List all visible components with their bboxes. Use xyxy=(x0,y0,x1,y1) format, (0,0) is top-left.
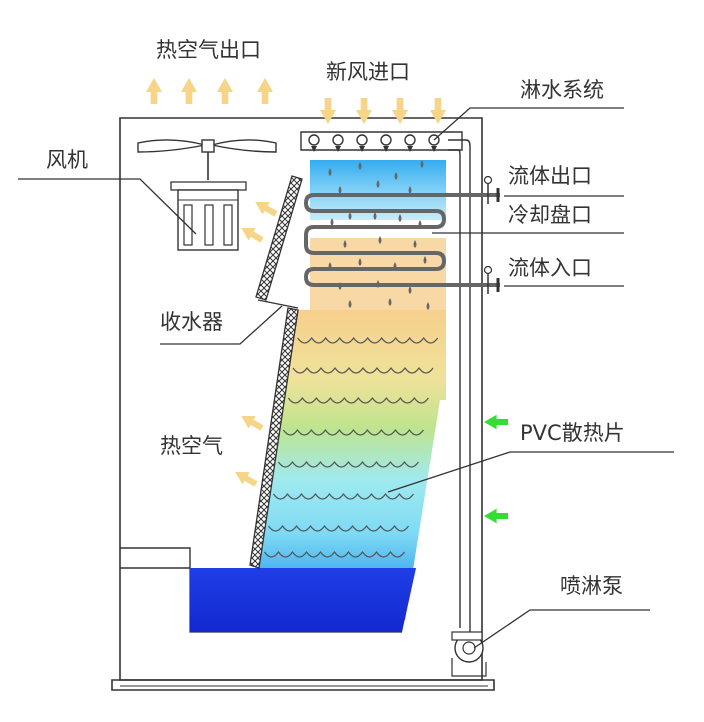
droplet xyxy=(393,262,397,270)
droplet xyxy=(413,240,417,248)
label-fan: 风机 xyxy=(46,148,88,172)
droplet xyxy=(373,212,377,220)
drift-eliminator xyxy=(249,175,303,569)
label-drift-eliminator: 收水器 xyxy=(160,310,223,334)
droplet xyxy=(408,186,412,194)
droplet xyxy=(376,180,380,188)
water-droplets xyxy=(328,160,430,310)
side-air-inlet-arrows xyxy=(484,414,508,524)
droplet xyxy=(423,256,427,264)
label-fluid-outlet: 流体出口 xyxy=(508,164,592,188)
spray-nozzle xyxy=(332,134,344,152)
fresh-air-inlet-arrow xyxy=(392,98,408,124)
label-fluid-inlet: 流体入口 xyxy=(508,256,592,280)
droplet xyxy=(418,220,422,228)
spray-nozzle xyxy=(404,134,416,152)
fresh-air-inlet-arrow xyxy=(320,98,336,124)
hot-air-arrow xyxy=(241,416,264,431)
droplet xyxy=(408,286,412,294)
droplet xyxy=(358,258,362,266)
label-hot-air: 热空气 xyxy=(160,434,223,458)
label-hot-air-outlet: 热空气出口 xyxy=(156,38,261,62)
droplet xyxy=(376,280,380,288)
fresh-air-inlet-arrows xyxy=(320,98,446,124)
basin-water xyxy=(190,568,416,632)
droplet xyxy=(426,302,430,310)
droplet xyxy=(378,236,382,244)
droplet xyxy=(420,160,424,168)
droplet xyxy=(343,240,347,248)
droplet xyxy=(388,298,392,306)
side-inlet-arrow xyxy=(484,508,508,524)
fan xyxy=(137,139,277,251)
label-pvc-fill: PVC散热片 xyxy=(520,421,625,445)
droplet xyxy=(338,186,342,194)
label-spray-system: 淋水系统 xyxy=(520,78,604,102)
fresh-air-inlet-arrow xyxy=(430,98,446,124)
hot-air-outlet-arrows xyxy=(146,78,273,104)
hot-air-outlet-arrow xyxy=(257,78,273,104)
droplet xyxy=(358,162,362,170)
droplet xyxy=(348,212,352,220)
riser-pipe xyxy=(448,139,487,677)
droplet xyxy=(338,282,342,290)
droplet xyxy=(394,172,398,180)
label-spray-pump: 喷淋泵 xyxy=(560,574,623,598)
hot-air-outlet-arrow xyxy=(146,78,162,104)
spray-nozzle xyxy=(380,134,392,152)
hot-air-flow-arrows xyxy=(235,202,278,487)
spray-nozzle xyxy=(356,134,368,152)
hot-air-arrow xyxy=(255,202,278,217)
droplet xyxy=(398,214,402,222)
hot-air-outlet-arrow xyxy=(181,78,197,104)
leader-lines xyxy=(18,107,674,649)
fresh-air-inlet-arrow xyxy=(356,98,372,124)
hot-air-arrow xyxy=(235,472,258,487)
label-fresh-air-inlet: 新风进口 xyxy=(326,60,410,84)
hot-air-outlet-arrow xyxy=(217,78,233,104)
spray-nozzle xyxy=(308,134,320,152)
hot-air-arrow xyxy=(241,228,264,243)
droplet xyxy=(328,168,332,176)
cooling-coil xyxy=(303,175,500,294)
droplet xyxy=(348,300,352,308)
droplet xyxy=(328,262,332,270)
side-inlet-arrow xyxy=(484,414,508,430)
droplet xyxy=(330,218,334,226)
label-cooling-coil: 冷却盘口 xyxy=(508,203,592,227)
spray-nozzles xyxy=(308,134,440,152)
